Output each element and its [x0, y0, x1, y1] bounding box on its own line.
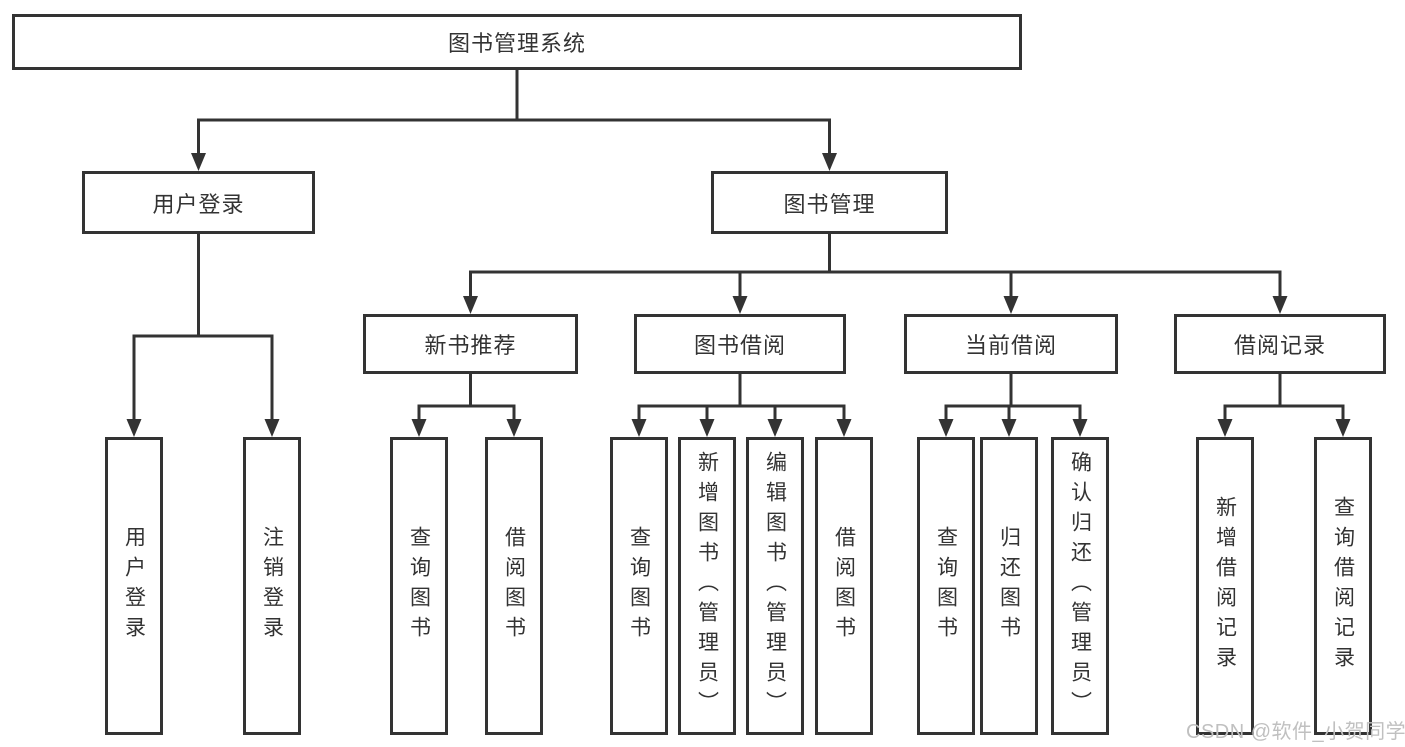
leaf-edit-books-admin: 编辑图书（管理员） — [746, 437, 804, 735]
node-label: 查询图书 — [407, 526, 431, 646]
node-label: 图书管理 — [783, 191, 876, 217]
node-book-management: 图书管理 — [711, 171, 948, 234]
leaf-borrow-books-borrowing: 借阅图书 — [815, 437, 873, 735]
node-label: 查询借阅记录 — [1331, 496, 1355, 676]
node-label: 注销登录 — [260, 526, 284, 646]
leaf-add-books-admin: 新增图书（管理员） — [678, 437, 736, 735]
node-label: 用户登录 — [152, 191, 245, 217]
node-new-book-recommend: 新书推荐 — [363, 314, 578, 374]
node-label: 新增图书（管理员） — [695, 451, 719, 721]
node-label: 图书管理系统 — [447, 31, 586, 56]
connector-user-login-to-leaves — [132, 234, 274, 420]
node-label: 查询图书 — [934, 526, 958, 646]
node-label: 用户登录 — [122, 526, 146, 646]
connector-book-borrowing-to-leaves — [637, 374, 846, 421]
node-label: 当前借阅 — [964, 333, 1057, 358]
connector-root-to-level2 — [197, 70, 831, 154]
leaf-logout-login: 注销登录 — [243, 437, 301, 735]
connector-book-management-to-level3 — [469, 234, 1282, 297]
leaf-return-books: 归还图书 — [980, 437, 1038, 735]
node-current-borrowing: 当前借阅 — [904, 314, 1118, 374]
node-book-borrowing: 图书借阅 — [634, 314, 846, 374]
node-label: 借阅图书 — [832, 526, 856, 646]
leaf-query-books-recommend: 查询图书 — [390, 437, 448, 735]
connector-current-borrowing-to-leaves — [944, 374, 1082, 421]
node-label: 图书借阅 — [693, 333, 786, 358]
leaf-borrow-books-recommend: 借阅图书 — [485, 437, 543, 735]
leaf-add-borrow-record: 新增借阅记录 — [1196, 437, 1254, 735]
node-label: 借阅图书 — [502, 526, 526, 646]
connector-borrowing-records-to-leaves — [1223, 374, 1345, 421]
node-label: 新书推荐 — [424, 333, 517, 358]
node-label: 归还图书 — [997, 526, 1021, 646]
node-label: 确认归还（管理员） — [1068, 451, 1092, 721]
leaf-query-books-current: 查询图书 — [917, 437, 975, 735]
connector-new-book-recommend-to-leaves — [417, 374, 516, 421]
csdn-watermark: CSDN @软件_小贺同学 — [1186, 721, 1405, 743]
leaf-user-login: 用户登录 — [105, 437, 163, 735]
node-user-login: 用户登录 — [82, 171, 315, 234]
node-borrowing-records: 借阅记录 — [1174, 314, 1386, 374]
node-label: 借阅记录 — [1233, 333, 1326, 358]
leaf-confirm-return-admin: 确认归还（管理员） — [1051, 437, 1109, 735]
node-label: 新增借阅记录 — [1213, 496, 1237, 676]
node-library-management-system: 图书管理系统 — [12, 14, 1022, 70]
leaf-query-books-borrowing: 查询图书 — [610, 437, 668, 735]
node-label: 编辑图书（管理员） — [763, 451, 787, 721]
node-label: 查询图书 — [627, 526, 651, 646]
leaf-query-borrow-record: 查询借阅记录 — [1314, 437, 1372, 735]
